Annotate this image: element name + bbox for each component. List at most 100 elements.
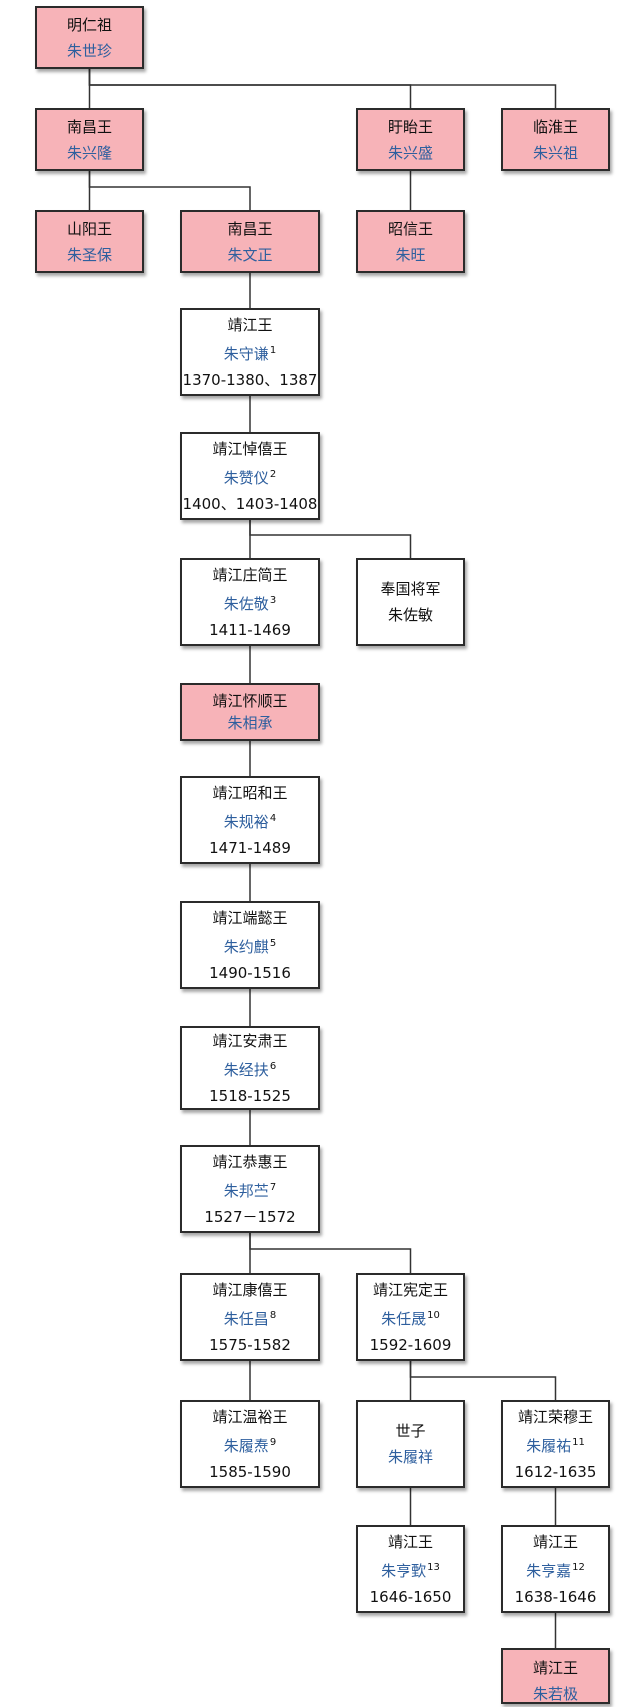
node-name: 朱兴盛 (387, 143, 433, 162)
node-title: 靖江昭和王 (212, 783, 288, 802)
node-nanchang1: 南昌王 朱兴隆 (35, 108, 144, 171)
node-jj5: 靖江端懿王 朱约麒5 1490-1516 (180, 901, 320, 989)
node-title: 山阳王 (66, 219, 112, 238)
node-years: 1400、1403-1408 (182, 494, 318, 513)
node-person: 朱兴盛 (388, 140, 433, 166)
node-title: 南昌王 (66, 117, 112, 136)
node-nanchang2: 南昌王 朱文正 (180, 210, 320, 273)
node-jj1: 靖江王 朱守谦1 1370-1380、1387 (180, 308, 320, 396)
node-title: 靖江王 (532, 1659, 578, 1677)
node-title: 靖江荣穆王 (517, 1407, 593, 1426)
node-person: 朱兴隆 (67, 140, 112, 166)
node-xuyi: 盱眙王 朱兴盛 (356, 108, 465, 171)
edge-jj7-jj10 (249, 1233, 412, 1273)
node-person: 朱规裕4 (224, 806, 276, 835)
node-person: 朱履祐11 (526, 1430, 585, 1459)
node-person: 朱履焘9 (224, 1430, 276, 1459)
node-jj4: 靖江昭和王 朱规裕4 1471-1489 (180, 776, 320, 864)
node-name: 朱任晟 (381, 1309, 427, 1328)
succession-number: 8 (269, 1309, 277, 1321)
node-name: 朱文正 (227, 245, 273, 264)
node-title: 昭信王 (387, 219, 433, 238)
edge-renzu-xuyi (88, 69, 412, 108)
node-years: 1518-1525 (209, 1086, 291, 1105)
node-title: 靖江悼僖王 (212, 439, 288, 458)
node-person: 朱旺 (395, 242, 425, 268)
node-person: 朱亨歅13 (381, 1555, 440, 1584)
node-person: 朱亨嘉12 (526, 1555, 585, 1584)
node-name: 朱赞仪 (223, 468, 269, 487)
node-title: 奉国将军 (380, 580, 441, 598)
node-title: 靖江端懿王 (212, 908, 288, 927)
node-person: 朱世珍 (67, 38, 112, 64)
succession-number: 7 (269, 1181, 277, 1193)
node-person: 朱任昌8 (224, 1303, 276, 1332)
node-shanyang: 山阳王 朱圣保 (35, 210, 144, 273)
node-jj9: 靖江温裕王 朱履焘9 1585-1590 (180, 1400, 320, 1488)
node-person: 朱任晟10 (381, 1303, 440, 1332)
node-name: 朱兴隆 (66, 143, 112, 162)
succession-number: 2 (269, 468, 277, 480)
node-name: 朱佐敏 (387, 606, 433, 624)
node-name: 朱履祥 (387, 1448, 433, 1466)
node-jj14: 靖江王 朱若极 (501, 1648, 610, 1704)
node-linhuai: 临淮王 朱兴祖 (501, 108, 610, 171)
node-title: 靖江王 (387, 1532, 433, 1551)
succession-number: 13 (427, 1561, 440, 1573)
node-jj6: 靖江安肃王 朱经扶6 1518-1525 (180, 1026, 320, 1110)
succession-number: 12 (572, 1561, 585, 1573)
node-title: 世子 (395, 1422, 426, 1440)
node-person: 朱佐敏 (388, 602, 433, 628)
node-years: 1471-1489 (209, 838, 291, 857)
node-person: 朱若极 (533, 1681, 578, 1707)
node-name: 朱守谦 (223, 344, 269, 363)
node-name: 朱若极 (532, 1685, 578, 1703)
node-jj10: 靖江宪定王 朱任晟10 1592-1609 (356, 1273, 465, 1361)
node-years: 1612-1635 (514, 1462, 597, 1481)
node-years: 1527－1572 (204, 1207, 296, 1226)
succession-number: 3 (269, 594, 277, 606)
node-title: 靖江怀顺王 (212, 692, 288, 710)
node-years: 1646-1650 (369, 1587, 452, 1606)
edge-jj10-jj11 (409, 1361, 557, 1400)
node-zhaoxin: 昭信王 朱旺 (356, 210, 465, 273)
node-years: 1575-1582 (209, 1335, 291, 1354)
node-title: 靖江宪定王 (372, 1280, 448, 1299)
node-years: 1585-1590 (209, 1462, 291, 1481)
succession-number: 10 (427, 1309, 440, 1321)
node-person: 朱守谦1 (224, 338, 276, 367)
node-title: 靖江安肃王 (212, 1031, 288, 1050)
node-renzu: 明仁祖 朱世珍 (35, 6, 144, 69)
node-person: 朱约麒5 (224, 931, 276, 960)
node-title: 南昌王 (227, 219, 273, 238)
node-name: 朱任昌 (223, 1309, 269, 1328)
node-jj13: 靖江王 朱亨歅13 1646-1650 (356, 1525, 465, 1613)
node-name: 朱世珍 (66, 41, 112, 60)
node-years: 1411-1469 (209, 620, 291, 639)
node-name: 朱履焘 (223, 1436, 269, 1455)
node-name: 朱约麒 (223, 937, 269, 956)
node-name: 朱相承 (227, 714, 273, 732)
succession-number: 1 (269, 344, 277, 356)
node-person: 朱经扶6 (224, 1054, 276, 1083)
node-years: 1490-1516 (209, 963, 291, 982)
node-person: 朱履祥 (388, 1444, 433, 1470)
node-person: 朱兴祖 (533, 140, 578, 166)
succession-number: 9 (269, 1436, 277, 1448)
node-name: 朱经扶 (223, 1060, 269, 1079)
node-huaishun: 靖江怀顺王 朱相承 (180, 683, 320, 741)
node-person: 朱邦苎7 (224, 1175, 276, 1204)
node-name: 朱亨嘉 (526, 1561, 572, 1580)
node-title: 靖江温裕王 (212, 1407, 288, 1426)
node-name: 朱亨歅 (381, 1561, 427, 1580)
node-title: 临淮王 (532, 117, 578, 136)
node-years: 1638-1646 (514, 1587, 597, 1606)
node-name: 朱圣保 (66, 245, 112, 264)
node-fengguo: 奉国将军 朱佐敏 (356, 558, 465, 646)
node-title: 靖江庄简王 (212, 565, 288, 584)
node-years: 1592-1609 (369, 1335, 452, 1354)
edge-jj2-fengguo (249, 520, 412, 558)
node-title: 靖江王 (227, 315, 273, 334)
node-jj11: 靖江荣穆王 朱履祐11 1612-1635 (501, 1400, 610, 1488)
